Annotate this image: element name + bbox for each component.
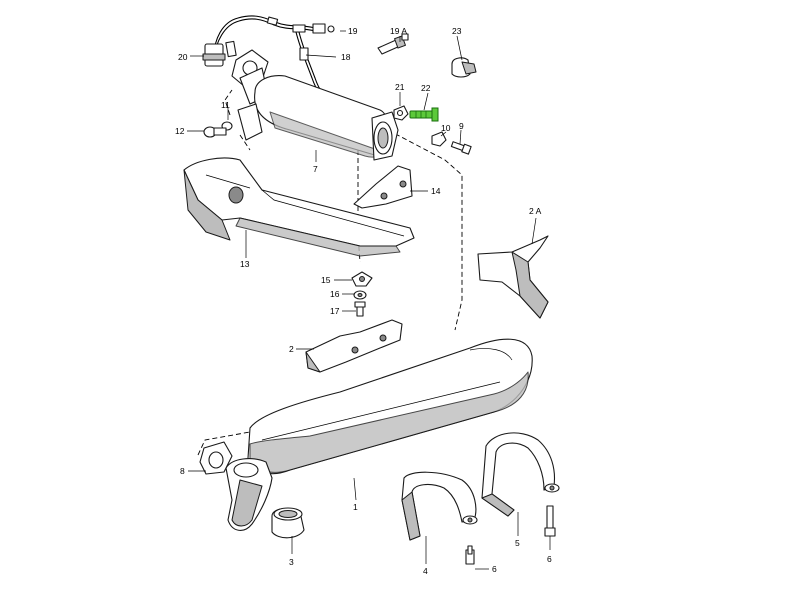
label-4: 4 [423,566,428,576]
label-19: 19 [348,26,358,36]
bracket-2a[interactable] [477,235,549,319]
label-18: 18 [341,52,351,62]
label-22: 22 [421,83,431,93]
label-10: 10 [441,123,451,133]
label-11: 11 [221,100,230,110]
leader-lines [187,30,551,570]
fasteners-15-16-17[interactable] [351,271,373,317]
label-20: 20 [178,52,188,62]
bolts-6[interactable] [465,505,556,565]
label-2a: 2 A [529,206,542,216]
label-14: 14 [431,186,441,196]
callout-labels: 19 19 A 23 20 18 21 22 11 12 9 10 7 14 2… [175,26,552,576]
clamp-5[interactable] [481,432,560,517]
label-21: 21 [395,82,405,92]
bracket-2[interactable] [305,319,403,373]
heat-shield[interactable] [183,157,415,257]
bracket-14[interactable] [353,165,413,209]
label-12: 12 [175,126,185,136]
label-16: 16 [330,289,340,299]
bolt-22-highlighted[interactable] [409,107,439,122]
muffler[interactable] [225,338,533,531]
label-2: 2 [289,344,294,354]
label-13: 13 [240,259,250,269]
hardware-top-right[interactable] [203,33,477,155]
label-5: 5 [515,538,520,548]
label-8: 8 [180,466,185,476]
label-6-bottom: 6 [492,564,497,574]
label-7: 7 [313,164,318,174]
clamp-4[interactable] [401,471,478,541]
label-23: 23 [452,26,462,36]
label-3: 3 [289,557,294,567]
gasket-8[interactable] [199,441,233,475]
label-6-right: 6 [547,554,552,564]
label-19a: 19 A [390,26,407,36]
label-15: 15 [321,275,331,285]
label-9: 9 [459,121,464,131]
catalytic-converter[interactable] [231,49,399,161]
sleeve-3[interactable] [271,507,305,539]
label-17: 17 [330,306,340,316]
label-1: 1 [353,502,358,512]
